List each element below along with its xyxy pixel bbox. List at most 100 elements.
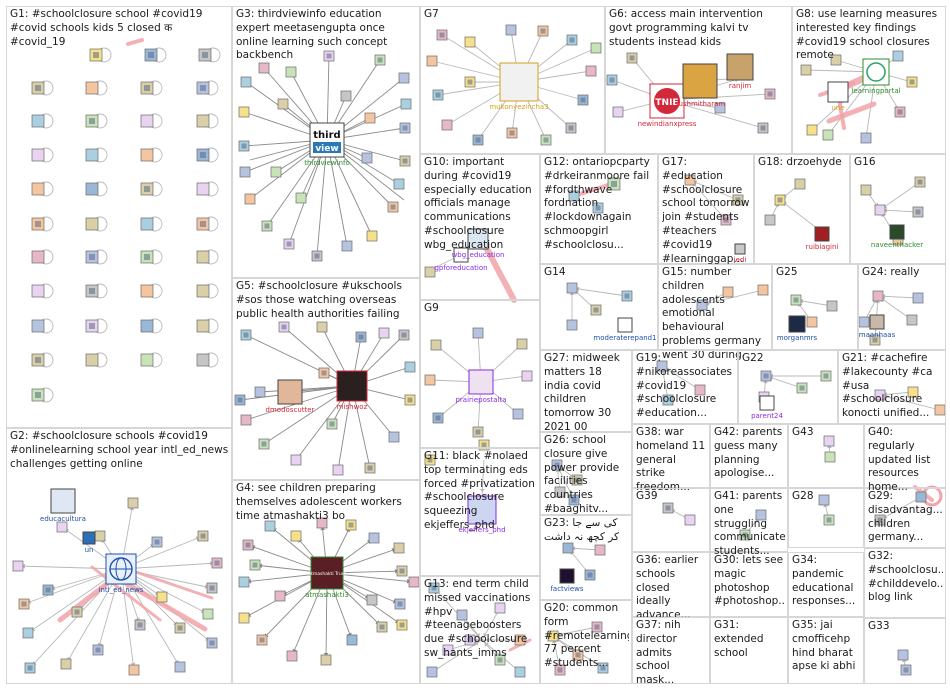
node-avatar <box>128 664 140 676</box>
account-node <box>396 619 408 631</box>
account-node <box>206 582 218 594</box>
node-avatar-detail <box>742 532 748 538</box>
edge-arrowhead <box>823 503 829 508</box>
hub-name-label: un <box>85 546 94 554</box>
account-node <box>764 88 776 100</box>
edge-arrowhead <box>247 578 252 584</box>
node-avatar-detail <box>594 624 600 630</box>
group-panel-g5: G5: #schoolclosure #ukschools #sos those… <box>232 278 420 480</box>
group-label: G36: earlier schools closed ideally adva… <box>636 554 699 622</box>
node-avatar <box>238 106 250 118</box>
node-avatar-detail <box>144 85 150 91</box>
account-node <box>400 98 412 110</box>
edge-arrowhead <box>475 637 478 643</box>
hub-avatar <box>869 314 885 330</box>
node-avatar <box>426 666 438 678</box>
node-avatar <box>757 284 769 296</box>
group-label: G38: war homeland 11 general strike free… <box>636 426 706 494</box>
account-node <box>590 304 602 316</box>
account-node <box>464 634 476 646</box>
node-avatar-detail <box>200 533 206 539</box>
edge-arrowhead <box>575 286 580 292</box>
group-panel-g13: G13: end term child missed vaccinations … <box>420 576 540 684</box>
account-node <box>874 514 886 526</box>
group-panel-g40: G40: regularly updated list resources ho… <box>864 424 946 493</box>
node-avatar <box>340 90 352 102</box>
node-avatar-detail <box>435 92 441 98</box>
group-label: G10: important during #covid19 especiall… <box>424 156 532 251</box>
node-avatar-detail <box>154 539 160 545</box>
account-node <box>540 134 552 146</box>
group-label: G39 <box>636 490 658 502</box>
edge-arrowhead <box>130 662 136 667</box>
account-node <box>31 81 45 95</box>
account-node <box>71 606 83 618</box>
node-avatar <box>388 431 400 443</box>
group-panel-g32: G32: #schoolclosu... #childdevelo... blo… <box>864 548 946 618</box>
node-avatar-detail <box>431 585 437 591</box>
account-node <box>441 119 453 131</box>
node-avatar-detail <box>89 254 95 260</box>
account-node <box>516 338 528 350</box>
account-node <box>264 520 276 532</box>
account-node <box>283 238 295 250</box>
group-label: G15: number children adolescents emotion… <box>662 266 762 361</box>
node-avatar <box>818 494 830 506</box>
edge-arrowhead <box>406 578 411 584</box>
account-node <box>355 331 367 343</box>
node-avatar <box>174 661 186 673</box>
node-avatar <box>346 634 358 646</box>
node-avatar <box>277 98 289 110</box>
node-avatar-detail <box>326 53 332 59</box>
node-avatar-detail <box>793 297 799 303</box>
node-avatar <box>398 72 410 84</box>
edge <box>571 287 628 297</box>
group-label: G19: #nikoreassociates #covid19 #schoolc… <box>636 352 733 420</box>
group-panel-g36: G36: earlier schools closed ideally adva… <box>632 552 710 621</box>
node-avatar-detail <box>439 32 445 38</box>
account-node <box>277 98 289 110</box>
node-avatar <box>320 654 332 666</box>
node-avatar-detail <box>435 415 441 421</box>
node-avatar <box>872 290 884 302</box>
node-avatar-detail <box>407 397 413 403</box>
account-node <box>196 148 210 162</box>
hub-name-label: mishwoz <box>337 403 368 411</box>
edge-arrowhead <box>875 299 881 304</box>
account-node <box>426 666 438 678</box>
node-avatar-detail <box>209 585 215 591</box>
node-avatar-detail <box>571 497 577 503</box>
node-avatar-detail <box>600 665 606 671</box>
group-label: G16 <box>854 156 876 168</box>
node-avatar-detail <box>475 429 481 435</box>
account-node <box>196 114 210 128</box>
hub-node-ruibiagini: ruibiagini <box>806 226 838 251</box>
node-avatar-detail <box>35 392 41 398</box>
account-node <box>285 66 297 78</box>
account-node <box>760 370 772 382</box>
account-node <box>274 590 286 602</box>
account-node <box>238 576 250 588</box>
account-node <box>140 250 154 264</box>
account-node <box>197 530 209 542</box>
account-node <box>494 602 506 614</box>
account-node <box>874 389 886 401</box>
account-node <box>472 327 484 339</box>
hub-name-label: wbg_education <box>452 251 505 259</box>
group-panel-g12: G12: ontariopcparty #drkeiranmoore fail … <box>540 154 658 264</box>
hub-logo-text: TNIE <box>655 98 678 108</box>
account-node <box>85 319 99 333</box>
account-node <box>755 509 767 521</box>
account-node <box>820 370 832 382</box>
node-avatar <box>892 50 904 62</box>
node-avatar-detail <box>89 323 95 329</box>
node-avatar-detail <box>609 77 615 83</box>
group-panel-g34: G34: pandemic educational responses... <box>788 552 864 617</box>
node-avatar-detail <box>877 517 883 523</box>
account-node <box>860 184 872 196</box>
account-node <box>757 284 769 296</box>
group-panel-g23: G23: کی سے جا کر کچھ نہ داشت <box>540 515 632 600</box>
node-avatar <box>140 319 154 333</box>
account-node <box>364 112 376 124</box>
